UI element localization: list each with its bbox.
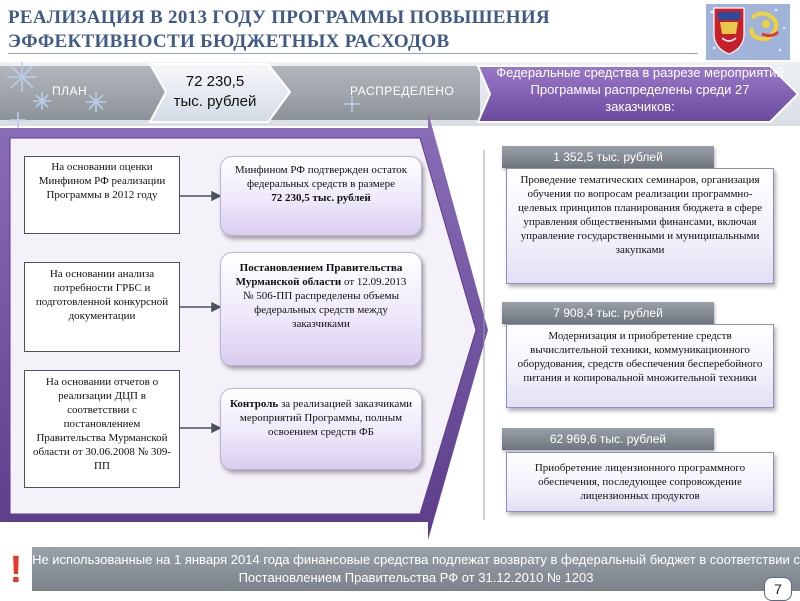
allocation-amount-1: 1 352,5 тыс. рублей (502, 146, 714, 168)
allocation-description-2: Модернизация и приобретение средств вычи… (506, 324, 774, 408)
result-1-amount: 72 230,5 тыс. рублей (271, 192, 371, 204)
federal-funds-text: Федеральные средства в разрезе мероприят… (478, 60, 800, 124)
return-funds-note: Не использованные на 1 января 2014 года … (32, 547, 800, 591)
plan-amount: 72 230,5 тыс. рублей (150, 60, 280, 124)
result-1-text: Минфином РФ подтвержден остаток федераль… (235, 164, 407, 190)
plan-amount-unit: тыс. рублей (150, 92, 280, 112)
allocation-amount-2: 7 908,4 тыс. рублей (502, 302, 714, 324)
result-box-3: Контроль за реализацией заказчиками меро… (220, 388, 422, 470)
basis-box-1: На основании оценки Минфином РФ реализац… (24, 156, 180, 234)
result-3-lead: Контроль (230, 398, 278, 410)
plan-amount-value: 72 230,5 (150, 72, 280, 92)
plan-label: ПЛАН (52, 84, 87, 98)
allocation-description-3: Приобретение лицензионного программного … (506, 452, 774, 512)
distributed-label: РАСПРЕДЕЛЕНО (350, 84, 454, 98)
warning-exclamation-icon: ! (6, 550, 26, 590)
result-box-2: Постановлением Правительства Мурманской … (220, 252, 422, 366)
basis-box-2: На основании анализа потребности ГРБС и … (24, 262, 180, 352)
allocation-description-1: Проведение тематических семинаров, орган… (506, 168, 774, 284)
page-number: 7 (764, 577, 792, 601)
allocation-amount-3: 62 969,6 тыс. рублей (502, 428, 714, 450)
result-box-1: Минфином РФ подтвержден остаток федераль… (220, 156, 422, 236)
basis-box-3: На основании отчетов о реализации ДЦП в … (24, 370, 180, 488)
